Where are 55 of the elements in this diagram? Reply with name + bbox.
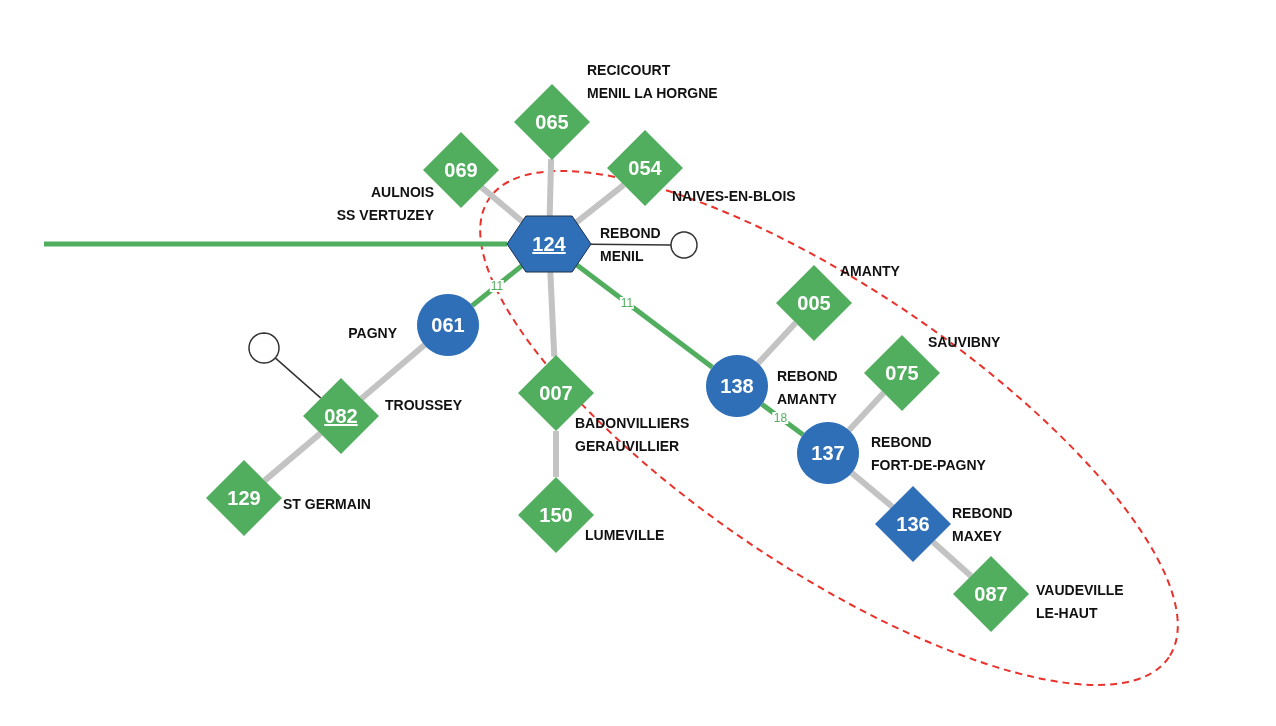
node-number: 007 [539,383,573,403]
station-diamond [953,556,1029,632]
route-line [274,357,322,399]
node-number: 082 [324,406,358,426]
node-number: 087 [974,584,1008,604]
station-diamond [303,378,379,454]
node-number: 129 [227,488,261,508]
node-number: 065 [535,112,569,132]
link-line [546,159,555,217]
node-number: 069 [444,160,478,180]
node-number: 061 [431,315,465,335]
link-line [574,182,626,225]
node-number: 136 [896,514,930,534]
place-name: TROUSSEY [385,396,463,415]
route-line [575,263,714,370]
station-diamond [875,486,951,562]
place-name: SAUVIBNY [928,333,1002,352]
link-line [262,431,323,483]
route-line [470,263,524,308]
place-name: PAGNY [347,324,397,343]
link-line [547,271,558,357]
node-number: 075 [885,363,919,383]
link-line [931,539,973,579]
edge-label: 18 [772,412,789,424]
place-name: NAIVES-EN-BLOIS [672,187,797,206]
link-line [846,390,886,433]
link-line [755,320,798,366]
place-name: ST GERMAIN [283,495,372,514]
node-number: 054 [628,158,662,178]
place-name: LUMEVILLE [585,526,666,545]
place-name: RECICOURT MENIL LA HORGNE [587,61,719,103]
place-name: AMANTY [840,262,901,281]
place-name: REBOND MENIL [600,224,662,266]
route-line [590,243,672,246]
link-line [553,431,559,477]
edge-label: 11 [489,279,505,292]
route-line [44,241,507,247]
link-line [849,470,895,509]
node-number: 138 [720,376,754,396]
place-name: AULNOIS SS VERTUZEY [335,183,434,225]
link-line [359,342,427,401]
place-name: REBOND MAXEY [952,504,1014,546]
station-diamond [514,84,590,160]
place-name: BADONVILLIERS GERAUVILLIER [575,414,691,456]
node-number: 137 [811,443,845,463]
place-name: REBOND AMANTY [777,367,839,409]
place-name: REBOND FORT-DE-PAGNY [871,433,987,475]
link-line [479,185,525,224]
place-name: VAUDEVILLE LE-HAUT [1036,581,1125,623]
hub-hexagon [507,216,591,272]
station-diamond [206,460,282,536]
edge-label: 11 [619,296,635,309]
node-number: 150 [539,505,573,525]
node-number: 005 [797,293,831,313]
node-number: 124 [532,234,566,254]
